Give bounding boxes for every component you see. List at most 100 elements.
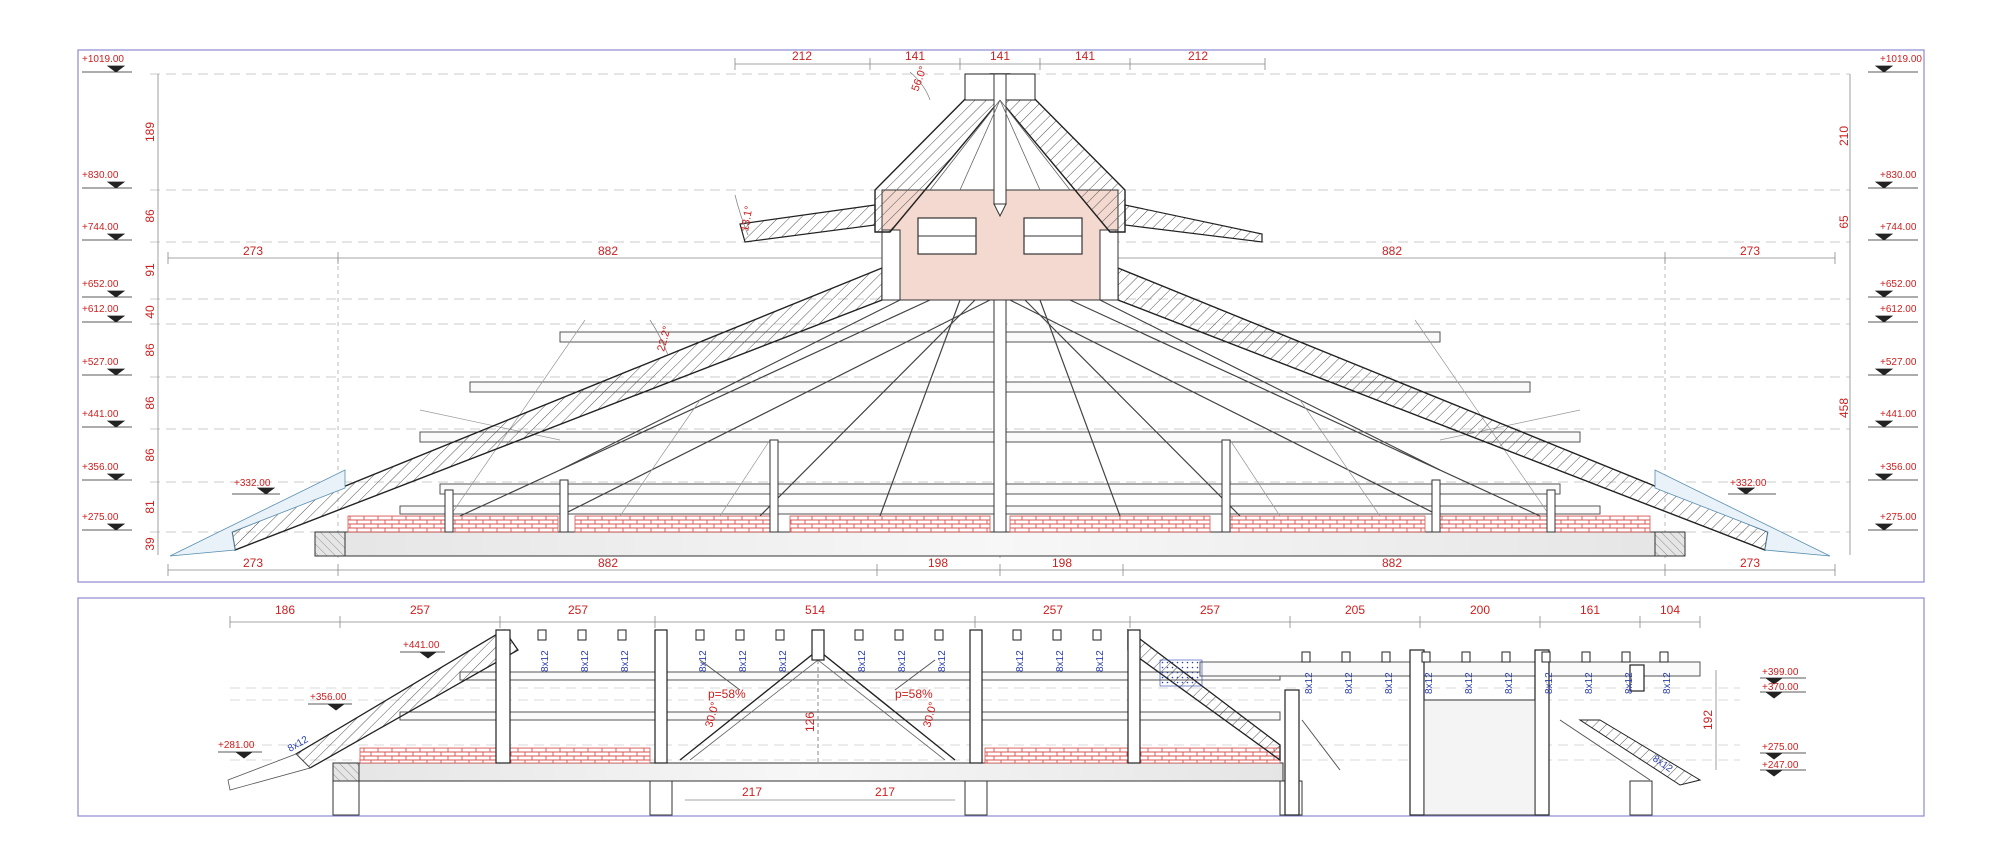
beam-label: 8x12 (1464, 672, 1475, 694)
svg-text:141: 141 (1075, 49, 1095, 63)
vertical-dims-left: 189 86 91 40 86 86 86 81 39 (143, 122, 157, 551)
svg-text:212: 212 (1188, 49, 1208, 63)
section-bottom-dims: 217 217 (742, 785, 895, 799)
level-label: +652.00 (1880, 279, 1917, 290)
svg-text:39: 39 (143, 537, 157, 551)
svg-text:198: 198 (1052, 556, 1072, 570)
svg-text:198: 198 (928, 556, 948, 570)
svg-text:192: 192 (1701, 710, 1715, 730)
section-top-dims: 186 257 257 514 257 257 205 200 161 104 (275, 603, 1680, 617)
svg-text:86: 86 (143, 209, 157, 223)
beam-label: 8x12 (1384, 672, 1395, 694)
svg-text:205: 205 (1345, 603, 1365, 617)
svg-text:273: 273 (1740, 556, 1760, 570)
svg-text:458: 458 (1837, 398, 1851, 418)
svg-text:257: 257 (1043, 603, 1063, 617)
level-label: +441.00 (82, 409, 119, 420)
svg-text:56.0°: 56.0° (910, 65, 930, 93)
svg-text:126: 126 (803, 712, 817, 732)
eave-level-right: +332.00 (1730, 478, 1767, 489)
level-label: +527.00 (82, 357, 119, 368)
section-level-markers (218, 651, 1806, 777)
svg-text:200: 200 (1470, 603, 1490, 617)
level-label: +356.00 (82, 462, 119, 473)
beam-labels: 8x12 8x12 8x12 8x12 8x12 8x12 8x12 8x12 … (286, 650, 1675, 775)
svg-text:273: 273 (243, 244, 263, 258)
svg-text:p=58%: p=58% (895, 687, 933, 701)
svg-text:210: 210 (1837, 126, 1851, 146)
svg-text:882: 882 (598, 556, 618, 570)
level-label: +527.00 (1880, 357, 1917, 368)
svg-text:+370.00: +370.00 (1762, 682, 1799, 693)
svg-text:212: 212 (792, 49, 812, 63)
beam-label: 8x12 (778, 650, 789, 672)
section-pitch-labels: p=58% p=58% 30.0° 30.0° 126 192 (703, 687, 1715, 732)
elevation-bottom-dims: 273 882 198 198 882 273 (243, 556, 1760, 570)
svg-text:882: 882 (1382, 244, 1402, 258)
beam-label: 8x12 (1304, 672, 1315, 694)
svg-text:+247.00: +247.00 (1762, 760, 1799, 771)
beam-label: 8x12 (698, 650, 709, 672)
svg-text:+356.00: +356.00 (310, 692, 347, 703)
eave-level-left: +332.00 (234, 478, 271, 489)
level-label: +744.00 (1880, 222, 1917, 233)
level-label: +744.00 (82, 222, 119, 233)
svg-text:+399.00: +399.00 (1762, 667, 1799, 678)
svg-text:217: 217 (742, 785, 762, 799)
level-label: +652.00 (82, 279, 119, 290)
vertical-dims-right: 210 65 458 (1837, 126, 1851, 418)
beam-label: 8x12 (1544, 672, 1555, 694)
beam-label: 8x12 (1662, 672, 1673, 694)
level-label: +612.00 (82, 304, 119, 315)
level-label: +441.00 (1880, 409, 1917, 420)
beam-label: 8x12 (897, 650, 908, 672)
level-label: +830.00 (1880, 170, 1917, 181)
level-markers (82, 65, 1918, 531)
svg-text:+281.00: +281.00 (218, 740, 255, 751)
svg-text:86: 86 (143, 448, 157, 462)
elevation-frame (77, 49, 1925, 583)
level-label: +612.00 (1880, 304, 1917, 315)
beam-label: 8x12 (1095, 650, 1106, 672)
level-label: +830.00 (82, 170, 119, 181)
level-label: +1019.00 (1880, 54, 1922, 65)
svg-text:514: 514 (805, 603, 825, 617)
level-label: +275.00 (82, 512, 119, 523)
svg-text:+441.00: +441.00 (403, 640, 440, 651)
section-drawing (227, 616, 1740, 816)
svg-text:189: 189 (143, 122, 157, 142)
svg-text:141: 141 (905, 49, 925, 63)
svg-text:86: 86 (143, 343, 157, 357)
svg-text:65: 65 (1837, 215, 1851, 229)
svg-text:161: 161 (1580, 603, 1600, 617)
beam-label: 8x12 (738, 650, 749, 672)
section-frame (77, 597, 1925, 817)
elevation-drawing (150, 58, 1851, 576)
svg-text:257: 257 (410, 603, 430, 617)
elevation-levels-right: +1019.00 +830.00 +744.00 +652.00 +612.00… (1880, 54, 1922, 523)
section-levels-left: +441.00 +356.00 +281.00 (218, 640, 440, 751)
elevation-top-dims: 212 141 141 141 212 (792, 49, 1208, 63)
level-label: +356.00 (1880, 462, 1917, 473)
svg-text:217: 217 (875, 785, 895, 799)
svg-text:186: 186 (275, 603, 295, 617)
svg-text:273: 273 (1740, 244, 1760, 258)
beam-label: 8x12 (1055, 650, 1066, 672)
svg-text:91: 91 (143, 263, 157, 277)
beam-label: 8x12 (1015, 650, 1026, 672)
elevation-mid-dims: 273 882 882 273 (243, 244, 1760, 258)
beam-label: 8x12 (1424, 672, 1435, 694)
beam-label: 8x12 (580, 650, 591, 672)
svg-text:273: 273 (243, 556, 263, 570)
beam-label: 8x12 (1504, 672, 1515, 694)
beam-label: 8x12 (857, 650, 868, 672)
beam-label: 8x12 (937, 650, 948, 672)
svg-text:257: 257 (568, 603, 588, 617)
beam-label: 8x12 (540, 650, 551, 672)
svg-text:+275.00: +275.00 (1762, 742, 1799, 753)
beam-label: 8x12 (620, 650, 631, 672)
beam-label: 8x12 (1624, 672, 1635, 694)
svg-text:81: 81 (143, 500, 157, 514)
level-label: +275.00 (1880, 512, 1917, 523)
svg-text:40: 40 (143, 305, 157, 319)
